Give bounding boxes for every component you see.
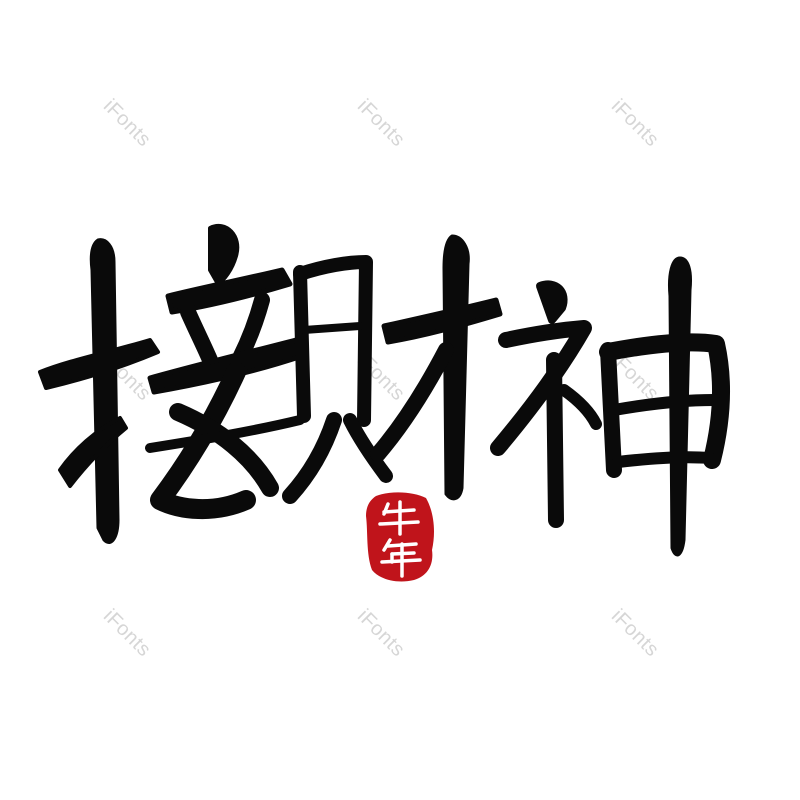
- glyph-shen: [490, 256, 730, 557]
- seal-glyph-niu: [378, 500, 420, 536]
- seal-glyph-nian: [380, 538, 422, 578]
- glyph-cai: [282, 234, 503, 504]
- seal-stamp: [366, 492, 434, 582]
- glyph-jie: [38, 224, 305, 544]
